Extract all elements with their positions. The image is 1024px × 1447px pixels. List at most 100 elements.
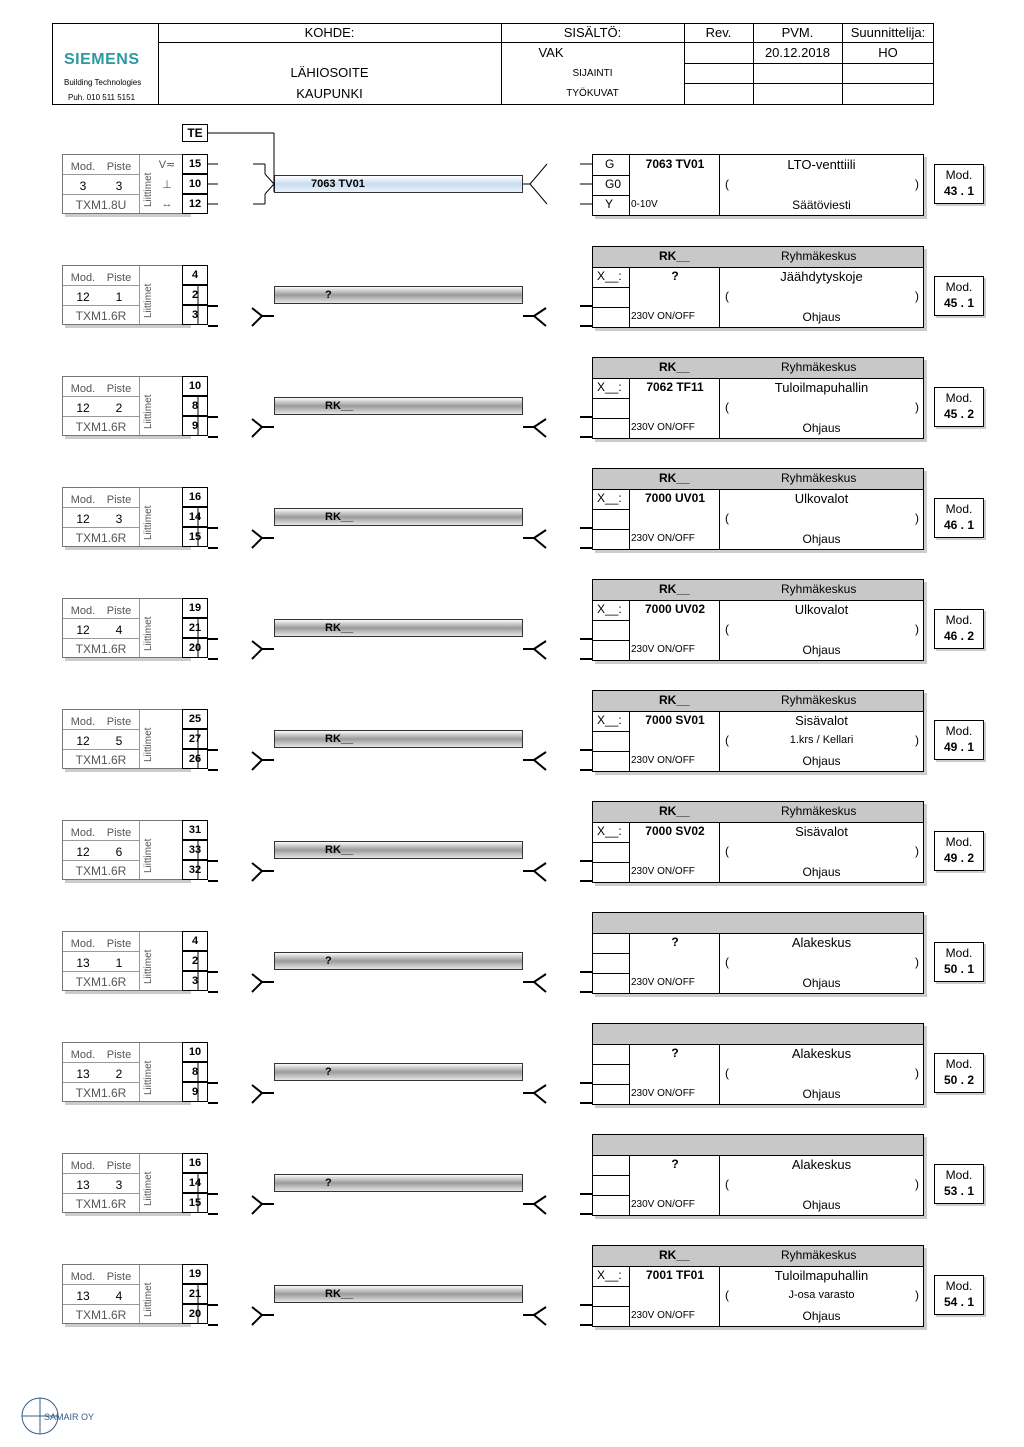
module-ref-value: 50 . 1 (943, 962, 975, 976)
device-pin: X__: (597, 1268, 622, 1282)
terminal: 8 (182, 396, 208, 416)
device-header (593, 691, 923, 712)
terminal: 27 (182, 729, 208, 749)
device-header-left: RK__ (659, 249, 690, 263)
device-code: ? (671, 1157, 679, 1171)
device-name: Alakeskus (791, 1046, 852, 1061)
divider (593, 509, 629, 510)
device-function: Ohjaus (802, 310, 841, 324)
module-type: TXM1.6R (75, 642, 127, 656)
device-pin: G (605, 157, 615, 171)
module-type: TXM1.6R (75, 975, 127, 989)
divider (139, 155, 140, 213)
terminal: 3 (182, 305, 208, 325)
piste-value: 3 (115, 512, 123, 526)
device-header-left: RK__ (659, 693, 690, 707)
device-header (593, 1135, 923, 1156)
piste-label: Piste (106, 716, 132, 728)
divider (593, 973, 629, 974)
device-header-right: Ryhmäkeskus (781, 582, 857, 596)
device-name: Alakeskus (791, 935, 852, 950)
module-reference: Mod.43 . 1 (934, 164, 984, 204)
piste-label: Piste (106, 1271, 132, 1283)
module-type: TXM1.8U (75, 198, 127, 212)
mod-value: 13 (76, 1289, 90, 1303)
divider (63, 638, 139, 639)
piste-label: Piste (106, 494, 132, 506)
divider (593, 731, 629, 732)
paren-open: ( (725, 1066, 729, 1080)
designer: HO (878, 45, 898, 60)
divider (63, 1173, 139, 1174)
divider (593, 1175, 629, 1176)
divider (629, 822, 630, 882)
cable-end-symbol (532, 640, 547, 660)
device-function: Ohjaus (802, 532, 841, 546)
signal-symbol: ⊥ (162, 179, 172, 191)
divider (629, 155, 630, 215)
device-signal: 230V ON/OFF (631, 866, 695, 877)
mod-value: 13 (76, 956, 90, 970)
mod-label: Mod. (70, 1160, 96, 1172)
sisalto-label: SISÄLTÖ: (563, 25, 622, 40)
device-header (593, 1024, 923, 1045)
divider (63, 618, 139, 619)
piste-value: 2 (115, 1067, 123, 1081)
device-code: ? (671, 1046, 679, 1060)
divider (593, 842, 629, 843)
mod-value: 12 (76, 512, 90, 526)
divider (593, 640, 629, 641)
divider (139, 488, 140, 546)
device-code: ? (671, 935, 679, 949)
paren-close: ) (915, 1066, 919, 1080)
device-function: Ohjaus (802, 754, 841, 768)
divider (139, 599, 140, 657)
paren-open: ( (725, 622, 729, 636)
paren-close: ) (915, 844, 919, 858)
divider (139, 1154, 140, 1212)
piste-value: 4 (115, 623, 123, 637)
device-signal: 230V ON/OFF (631, 422, 695, 433)
module-ref-value: 45 . 1 (943, 296, 975, 310)
mod-label: Mod. (70, 1271, 96, 1283)
cable-end-symbol (532, 862, 547, 882)
terminal: 15 (182, 154, 208, 174)
device-code: 7001 TF01 (645, 1268, 705, 1282)
module-type: TXM1.6R (75, 309, 127, 323)
device-signal: 230V ON/OFF (631, 311, 695, 322)
cable-end-symbol (251, 640, 264, 660)
cable-end-symbol (532, 418, 547, 438)
device-header-right: Ryhmäkeskus (781, 360, 857, 374)
module-ref-value: 50 . 2 (943, 1073, 975, 1087)
module-reference: Mod.46 . 1 (934, 498, 984, 538)
module-ref-value: 54 . 1 (943, 1295, 975, 1309)
device-function: Ohjaus (802, 643, 841, 657)
divider (158, 23, 159, 105)
cable-end-symbol (251, 862, 264, 882)
company-name: Building Technologies (64, 78, 142, 87)
divider (629, 1266, 630, 1326)
device-signal: 230V ON/OFF (631, 977, 695, 988)
cable: RK__ (274, 1285, 523, 1303)
cable: ? (274, 952, 523, 970)
mod-value: 12 (76, 623, 90, 637)
piste-label: Piste (106, 383, 132, 395)
terminal: 9 (182, 1082, 208, 1102)
device-pin: X__: (597, 380, 622, 394)
device-name: Ulkovalot (794, 602, 849, 617)
divider (63, 1082, 139, 1083)
piste-label: Piste (106, 1049, 132, 1061)
divider (593, 1286, 629, 1287)
module-ref-label: Mod. (945, 391, 973, 405)
terminal: 2 (182, 951, 208, 971)
terminal: 31 (182, 820, 208, 840)
module-ref-value: 46 . 1 (943, 518, 975, 532)
divider (684, 83, 934, 84)
